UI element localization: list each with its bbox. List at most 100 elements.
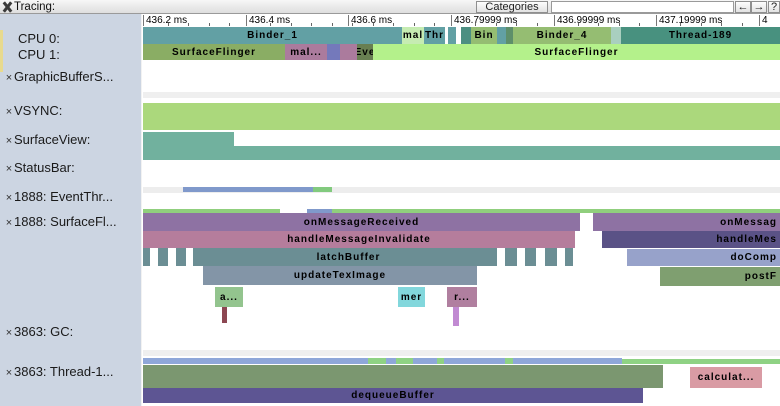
trace-slice[interactable] <box>525 248 536 266</box>
sidebar-track-row[interactable]: ×StatusBar: <box>0 160 142 175</box>
sidebar-track-label: 3863: Thread-1... <box>14 364 114 379</box>
close-track-icon[interactable]: × <box>5 106 13 118</box>
help-button[interactable]: ? <box>768 1 780 13</box>
trace-slice[interactable]: Binder_1 <box>143 27 402 44</box>
ruler-tick-label: 436.2 ms <box>146 15 188 26</box>
trace-slice[interactable]: calculat... <box>690 367 762 388</box>
trace-slice[interactable]: Eve <box>357 44 373 60</box>
close-track-icon[interactable]: × <box>5 327 13 339</box>
sidebar-track-row[interactable]: ×GraphicBufferS... <box>0 69 142 84</box>
ruler-tick-label: 4 <box>762 15 768 26</box>
trace-slice[interactable]: handleMes <box>602 231 780 248</box>
trace-slice[interactable] <box>565 248 573 266</box>
trace-slice[interactable] <box>497 27 506 44</box>
sidebar-track-label: StatusBar: <box>14 160 75 175</box>
trace-slice[interactable]: Thr <box>424 27 445 44</box>
trace-slice[interactable]: mal <box>402 27 424 44</box>
sidebar-track-row[interactable]: CPU 0: <box>0 31 160 46</box>
trace-slice[interactable]: postF <box>660 267 780 286</box>
trace-slice[interactable] <box>313 187 332 192</box>
trace-slice[interactable] <box>143 132 234 146</box>
trace-slice[interactable] <box>505 358 513 364</box>
window-title: Tracing: <box>14 1 56 13</box>
ruler-minor-tick <box>701 23 702 26</box>
trace-slice[interactable] <box>611 27 621 44</box>
sidebar-track-row[interactable]: ×3863: Thread-1... <box>0 364 142 379</box>
ruler-tick-label: 436.99999 ms <box>557 15 621 26</box>
trace-slice[interactable] <box>143 103 780 130</box>
trace-slice[interactable] <box>453 307 459 326</box>
trace-slice[interactable]: onMessag <box>593 213 780 231</box>
trace-slice[interactable] <box>340 44 357 60</box>
trace-slice[interactable] <box>332 209 780 213</box>
trace-slice[interactable]: Bin <box>471 27 497 44</box>
trace-slice[interactable]: updateTexImage <box>203 266 477 285</box>
trace-slice[interactable] <box>143 92 780 98</box>
ruler-tick <box>554 15 555 26</box>
trace-slice[interactable]: onMessageReceived <box>143 213 580 231</box>
sidebar-highlight-strip <box>0 30 3 72</box>
trace-slice[interactable]: SurfaceFlinger <box>373 44 780 60</box>
trace-slice[interactable] <box>622 359 780 364</box>
trace-slice[interactable] <box>176 248 186 266</box>
trace-slice[interactable]: mal... <box>285 44 327 60</box>
trace-slice[interactable]: Thread-189 <box>621 27 780 44</box>
ruler-minor-tick <box>229 23 230 26</box>
ruler-minor-tick <box>537 23 538 26</box>
sidebar-track-row[interactable]: CPU 1: <box>0 47 160 62</box>
sidebar-track-row[interactable]: ×1888: SurfaceFl... <box>0 214 142 229</box>
trace-slice[interactable]: SurfaceFlinger <box>143 44 285 60</box>
ruler-minor-tick <box>619 23 620 26</box>
close-track-icon[interactable]: × <box>5 367 13 379</box>
ruler-tick-label: 436.6 ms <box>351 15 393 26</box>
trace-slice[interactable]: a... <box>215 287 243 307</box>
close-track-icon[interactable]: × <box>5 72 13 84</box>
trace-slice[interactable] <box>461 27 471 44</box>
trace-slice[interactable]: mer <box>398 287 425 307</box>
trace-slice[interactable]: r... <box>447 287 477 307</box>
trace-slice[interactable] <box>437 358 444 364</box>
trace-slice[interactable] <box>143 350 780 356</box>
trace-slice[interactable]: dequeueBuffer <box>143 388 643 403</box>
trace-slice[interactable] <box>183 187 313 192</box>
close-track-icon[interactable]: × <box>5 217 13 229</box>
close-track-icon[interactable]: × <box>5 135 13 147</box>
ruler-tick-label: 437.19999 ms <box>659 15 723 26</box>
trace-slice[interactable] <box>143 146 780 160</box>
ruler-tick <box>246 15 247 26</box>
trace-slice[interactable] <box>222 307 227 323</box>
trace-slice[interactable]: handleMessageInvalidate <box>143 231 575 248</box>
sidebar-track-label: 1888: SurfaceFl... <box>14 214 117 229</box>
search-input[interactable] <box>551 1 734 13</box>
trace-slice[interactable] <box>396 358 413 364</box>
sidebar-track-label: 1888: EventThr... <box>14 189 114 204</box>
trace-slice[interactable] <box>368 358 386 364</box>
trace-slice[interactable] <box>307 209 332 213</box>
trace-slice[interactable] <box>143 209 280 213</box>
forward-button[interactable]: → <box>751 1 767 13</box>
trace-slice[interactable] <box>143 248 150 266</box>
trace-slice[interactable]: Binder_4 <box>513 27 611 44</box>
trace-slice[interactable] <box>327 44 340 60</box>
trace-slice[interactable] <box>545 248 557 266</box>
sidebar-track-row[interactable]: ×SurfaceView: <box>0 132 142 147</box>
sidebar-track-row[interactable]: ×1888: EventThr... <box>0 189 142 204</box>
trace-slice[interactable]: doComp <box>627 249 780 266</box>
ruler-minor-tick <box>414 23 415 26</box>
sidebar-track-row[interactable]: ×3863: GC: <box>0 324 142 339</box>
trace-slice[interactable] <box>505 248 517 266</box>
trace-slice[interactable] <box>193 248 200 266</box>
trace-slice[interactable] <box>158 248 168 266</box>
ruler-tick <box>759 15 760 26</box>
trace-slice[interactable] <box>506 27 513 44</box>
trace-slice[interactable] <box>143 187 780 193</box>
categories-button[interactable]: Categories <box>476 1 548 13</box>
back-button[interactable]: ← <box>735 1 751 13</box>
trace-slice[interactable] <box>448 27 456 44</box>
ruler-tick <box>656 15 657 26</box>
close-track-icon[interactable]: × <box>5 192 13 204</box>
trace-slice[interactable]: latchBuffer <box>200 248 497 266</box>
sidebar-track-row[interactable]: ×VSYNC: <box>0 103 142 118</box>
trace-slice[interactable] <box>143 365 663 388</box>
close-track-icon[interactable]: × <box>5 163 13 175</box>
